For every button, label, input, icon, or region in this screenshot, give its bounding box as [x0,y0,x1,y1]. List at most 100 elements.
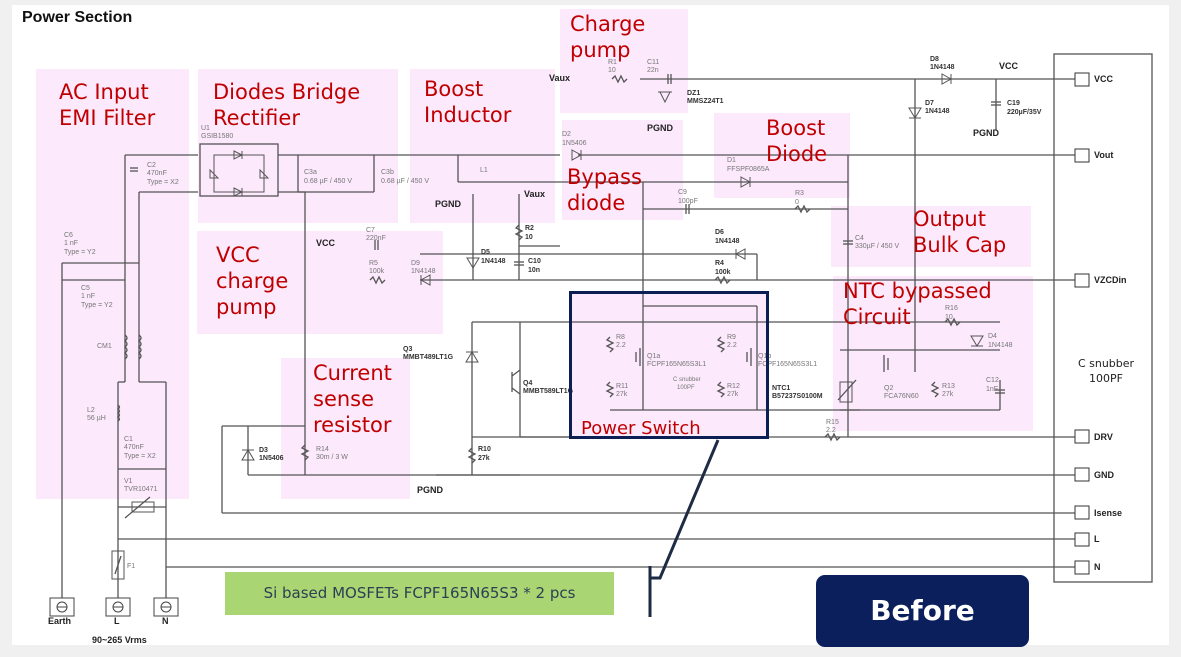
svg-text:C4: C4 [855,235,864,242]
svg-text:D9: D9 [411,260,420,267]
power-switch-label: Power Switch [581,418,701,439]
svg-text:R16: R16 [945,305,958,312]
label-boost-diode: Boost Diode [766,116,828,166]
terminals [49,597,179,617]
pin-label-vout: Vout [1094,150,1113,160]
svg-text:0.68 µF / 450 V: 0.68 µF / 450 V [304,178,352,185]
svg-text:1 nF: 1 nF [64,240,78,247]
svg-text:R2: R2 [525,225,534,232]
diode-bridge-symbol [199,143,279,197]
svg-text:Type = Y2: Type = Y2 [64,249,96,256]
pin-isense [222,505,1090,520]
svg-text:C1: C1 [124,436,133,443]
svg-text:1N5406: 1N5406 [562,140,587,147]
region-output-bulk-cap [831,206,1031,267]
before-label-button[interactable]: Before [816,575,1029,647]
svg-text:GSIB1580: GSIB1580 [201,133,233,140]
svg-text:C6: C6 [64,232,73,239]
pin-vzcdin [420,273,1090,288]
svg-text:27k: 27k [616,391,628,398]
capacitors [374,74,1005,410]
svg-text:Vaux: Vaux [549,73,570,83]
svg-text:C9: C9 [678,189,687,196]
svg-text:10: 10 [525,234,533,241]
svg-text:Q3: Q3 [403,346,412,353]
svg-text:C19: C19 [1007,100,1020,107]
pin-label-n: N [1094,562,1101,572]
terminal-l-label: L [114,616,120,626]
pin-label-isense: Isense [1094,508,1122,518]
region-vcc-charge-pump [197,231,443,334]
label-bypass-diode: Bypass diode [567,165,642,215]
svg-text:Type = X2: Type = X2 [124,453,156,460]
svg-text:27k: 27k [942,391,954,398]
svg-text:PGND: PGND [973,128,1000,138]
mosfet-note: Si based MOSFETs FCPF165N65S3 * 2 pcs [225,572,614,615]
callout-leader [648,439,720,617]
svg-text:220nF: 220nF [366,235,386,242]
connector-block [1053,53,1153,583]
svg-text:1N4148: 1N4148 [930,64,955,71]
svg-text:1N5406: 1N5406 [259,455,284,462]
label-current-sense: Current sense resistor [313,361,392,437]
svg-text:Q1a: Q1a [647,353,660,360]
svg-text:D1: D1 [727,157,736,164]
svg-text:10: 10 [945,314,953,321]
region-boost-inductor [410,69,555,223]
svg-text:Q4: Q4 [523,380,532,387]
svg-text:TVR10471: TVR10471 [124,486,158,493]
svg-text:30m / 3 W: 30m / 3 W [316,454,348,461]
svg-text:L2: L2 [87,407,95,414]
svg-text:R12: R12 [727,383,740,390]
label-output-bulk-cap: Output Bulk Cap [913,207,1007,257]
svg-text:C2: C2 [147,162,156,169]
svg-text:1N4148: 1N4148 [988,342,1013,349]
pin-gnd [436,467,1090,482]
pin-label-drv: DRV [1094,432,1113,442]
label-boost-inductor: Boost Inductor [424,77,512,127]
pin-label-gnd: GND [1094,470,1115,480]
svg-text:R3: R3 [795,190,804,197]
label-ntc-bypass: NTC bypassed Circuit [843,279,992,329]
svg-text:C12: C12 [986,377,999,384]
input-voltage-label: 90~265 Vrms [92,635,147,645]
fuse-f1 [111,550,125,580]
svg-text:470nF: 470nF [124,444,144,451]
resistors [300,74,961,464]
svg-text:D7: D7 [925,100,934,107]
svg-text:R11: R11 [616,383,628,390]
svg-text:Q1b: Q1b [758,353,771,360]
svg-text:D6: D6 [715,229,724,236]
svg-text:10: 10 [608,67,616,74]
svg-text:R14: R14 [316,446,329,453]
svg-text:Q2: Q2 [884,385,893,392]
svg-text:2.2: 2.2 [616,342,626,349]
svg-text:0: 0 [795,199,799,206]
svg-text:FCPF165N65S3L1: FCPF165N65S3L1 [647,361,706,368]
svg-text:R9: R9 [727,334,736,341]
pin-l [118,532,1090,547]
connector-pins [118,72,1090,575]
svg-text:Type = Y2: Type = Y2 [81,302,113,309]
pin-label-l: L [1094,534,1100,544]
svg-text:CM1: CM1 [97,343,112,350]
svg-text:R8: R8 [616,334,625,341]
svg-text:PGND: PGND [417,485,444,495]
inductor-l2 [116,404,121,422]
svg-text:NTC1: NTC1 [772,385,790,392]
region-power-switch [572,294,766,436]
common-mode-choke-cm1 [123,334,142,360]
svg-text:MMBT589LT1G: MMBT589LT1G [523,388,574,395]
label-diode-bridge: Diodes Bridge Rectifier [213,80,361,130]
svg-text:1 nF: 1 nF [81,293,95,300]
svg-text:R5: R5 [369,260,378,267]
svg-text:1N4148: 1N4148 [481,258,506,265]
svg-text:MMBT489LT1G: MMBT489LT1G [403,354,454,361]
svg-text:330µF / 450 V: 330µF / 450 V [855,243,899,250]
svg-text:22n: 22n [647,67,659,74]
svg-text:MMSZ24T1: MMSZ24T1 [687,98,724,105]
svg-text:2.2: 2.2 [727,342,737,349]
svg-text:FCPF165N65S3L1: FCPF165N65S3L1 [758,361,817,368]
svg-text:R4: R4 [715,260,724,267]
